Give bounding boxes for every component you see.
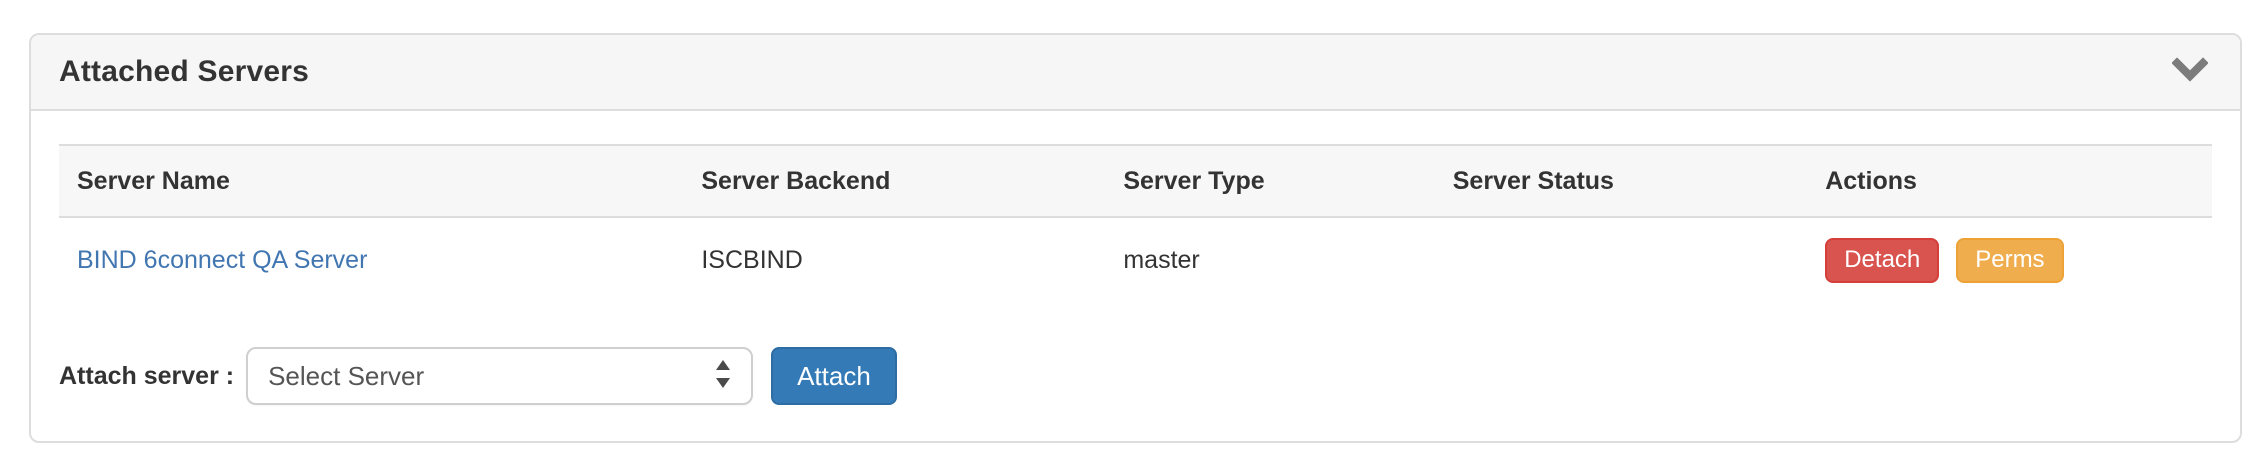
- collapse-panel-button[interactable]: [2171, 55, 2209, 90]
- column-header-server-backend: Server Backend: [701, 166, 891, 195]
- cell-actions: Detach Perms: [1807, 217, 2212, 303]
- cell-server-name: BIND 6connect QA Server: [59, 217, 683, 303]
- panel-header: Attached Servers: [31, 35, 2240, 111]
- chevron-down-icon: [2171, 55, 2209, 90]
- cell-server-backend: ISCBIND: [701, 246, 803, 274]
- select-updown-arrows-icon: [713, 357, 733, 396]
- server-select-value: Select Server: [268, 360, 425, 391]
- attached-servers-panel: Attached Servers Server Name Server Back…: [29, 33, 2242, 443]
- panel-title: Attached Servers: [59, 55, 309, 88]
- column-header-actions: Actions: [1825, 166, 1917, 195]
- server-select[interactable]: Select Server: [246, 347, 754, 405]
- panel-body: Server Name Server Backend Server Type S…: [31, 111, 2240, 405]
- column-header-server-type: Server Type: [1123, 166, 1265, 195]
- detach-button[interactable]: Detach: [1825, 238, 1940, 283]
- column-header-server-name: Server Name: [77, 166, 230, 195]
- server-name-link[interactable]: BIND 6connect QA Server: [77, 246, 368, 274]
- column-header-server-status: Server Status: [1452, 166, 1614, 195]
- table-row: BIND 6connect QA Server ISCBIND master D…: [59, 217, 2212, 303]
- attach-server-row: Attach server : Select Server Attach: [59, 347, 2212, 405]
- cell-server-status: [1435, 217, 1807, 303]
- table-header-row: Server Name Server Backend Server Type S…: [59, 145, 2212, 217]
- attach-server-label: Attach server :: [59, 361, 235, 390]
- perms-button[interactable]: Perms: [1956, 238, 2064, 283]
- cell-server-type: master: [1123, 246, 1200, 274]
- servers-table: Server Name Server Backend Server Type S…: [59, 144, 2212, 303]
- attach-button[interactable]: Attach: [771, 347, 897, 405]
